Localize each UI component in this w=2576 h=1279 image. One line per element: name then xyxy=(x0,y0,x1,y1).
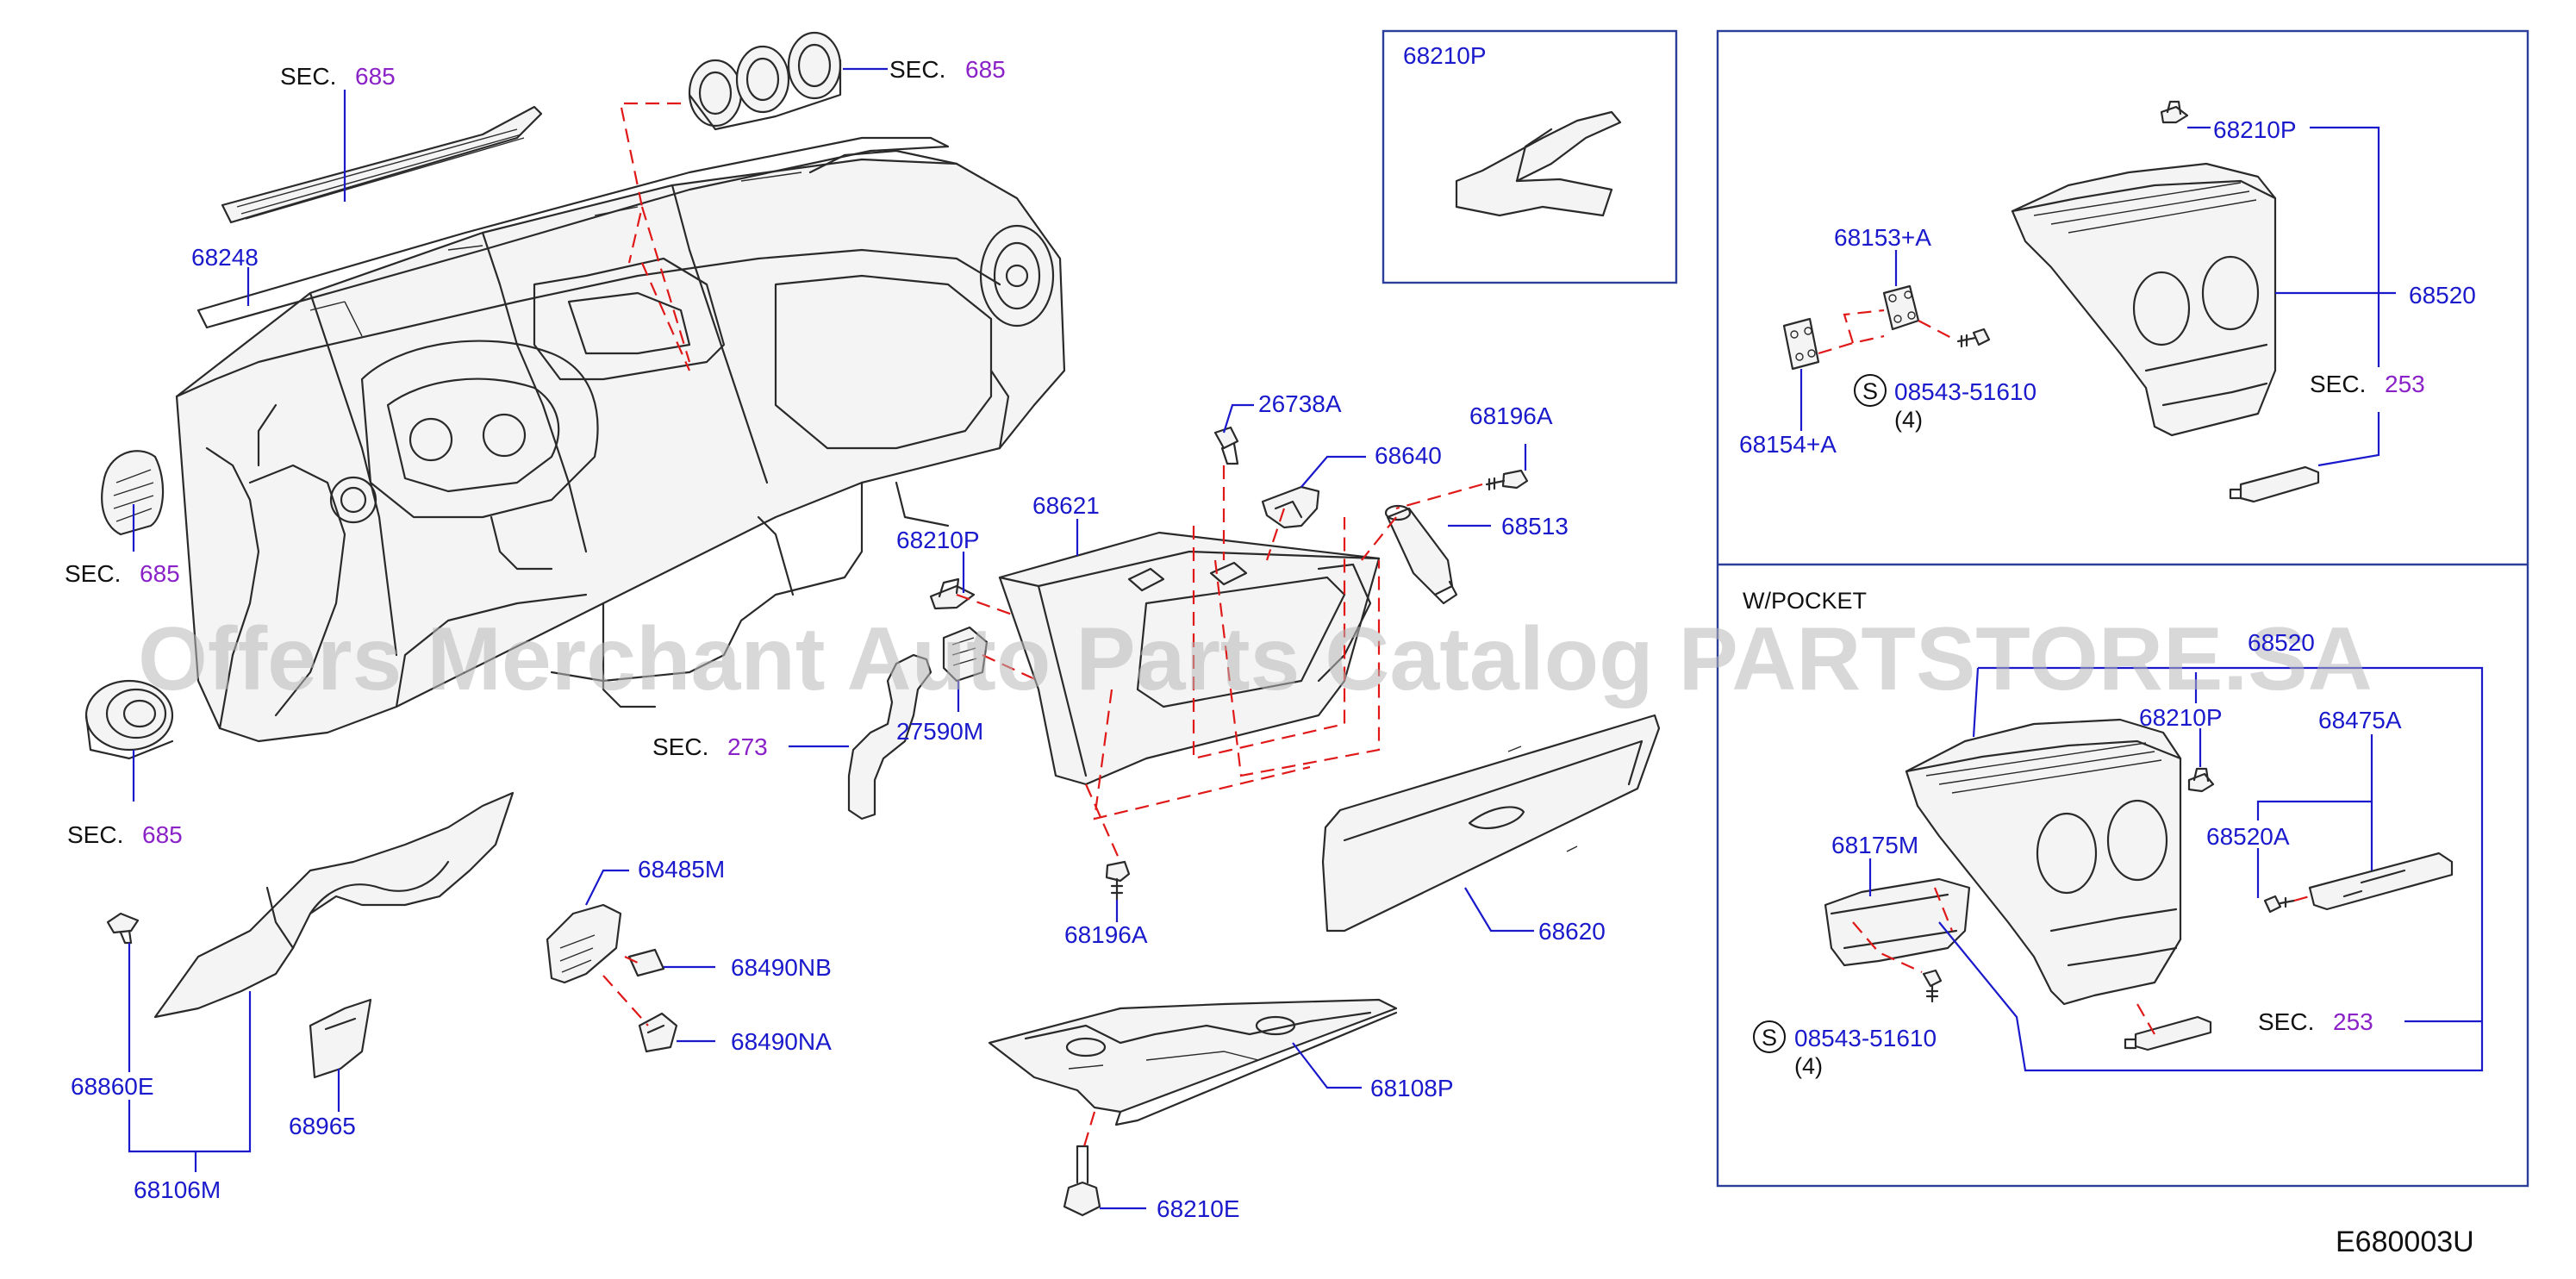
sec-253-top-number[interactable]: 253 xyxy=(2385,371,2425,397)
part-68640 xyxy=(1261,485,1320,529)
part-label-68196A-top[interactable]: 68196A xyxy=(1469,402,1553,429)
part-label-26738A[interactable]: 26738A xyxy=(1258,390,1342,417)
clip-68860E xyxy=(106,912,140,945)
part-label-68106M[interactable]: 68106M xyxy=(134,1176,221,1203)
part-label-68475A[interactable]: 68475A xyxy=(2318,707,2402,733)
part-label-68210P-right-bottom[interactable]: 68210P xyxy=(2139,704,2223,731)
part-26738A xyxy=(1213,426,1239,465)
part-label-68108P[interactable]: 68108P xyxy=(1370,1075,1454,1101)
part-68490NB xyxy=(627,948,665,977)
sec-685-top-number[interactable]: 685 xyxy=(355,63,396,90)
screw-68196A-bottom xyxy=(1105,860,1131,902)
sec-253-bottom-prefix: SEC. xyxy=(2258,1008,2314,1035)
clip-68210P-detail xyxy=(1455,110,1622,217)
pocket-68175M xyxy=(1824,877,1971,967)
callout-leaders xyxy=(128,67,2484,1210)
part-68153A xyxy=(1882,284,1920,331)
sec-273-number[interactable]: 273 xyxy=(727,733,768,760)
dashed-guides xyxy=(602,102,2311,1147)
screw-symbol-bottom-letter: S xyxy=(1762,1025,1777,1051)
part-label-68520A[interactable]: 68520A xyxy=(2206,823,2290,850)
center-cluster-pocket xyxy=(1905,718,2182,1006)
watermark: Offers Merchant Auto Parts Catalog PARTS… xyxy=(138,609,2373,709)
glovebox-housing xyxy=(998,531,1381,786)
part-label-68210P-box[interactable]: 68210P xyxy=(1403,42,1487,69)
part-label-68210E[interactable]: 68210E xyxy=(1157,1195,1240,1222)
w-pocket-label: W/POCKET xyxy=(1743,588,1867,614)
sec-685-vent-prefix: SEC. xyxy=(889,56,945,83)
bracket-253-bottom xyxy=(2124,1015,2212,1051)
part-label-27590M[interactable]: 27590M xyxy=(896,718,983,745)
screw-number-top[interactable]: 08543-51610 xyxy=(1894,378,2036,405)
part-label-68621[interactable]: 68621 xyxy=(1032,492,1100,519)
part-label-68513[interactable]: 68513 xyxy=(1501,513,1569,540)
screw-qty-top: (4) xyxy=(1894,407,1923,433)
glovebox-lid xyxy=(1321,714,1661,933)
sec-685-left-mid-number[interactable]: 685 xyxy=(140,560,180,587)
part-label-68153A[interactable]: 68153+A xyxy=(1834,224,1931,251)
sec-685-left-mid-prefix: SEC. xyxy=(65,560,121,587)
screw-bottom-right xyxy=(1922,969,1943,1003)
lower-panel-68106M xyxy=(153,791,515,1019)
screw-68520A xyxy=(2263,895,2296,914)
frame-68210P-detail xyxy=(1382,29,1678,284)
part-label-68175M[interactable]: 68175M xyxy=(1831,832,1918,858)
clip-68210E xyxy=(1063,1145,1101,1217)
sec-685-left-low-prefix: SEC. xyxy=(67,821,123,848)
part-label-68860E[interactable]: 68860E xyxy=(71,1073,154,1100)
damper-68513 xyxy=(1384,504,1458,605)
part-label-68520-top[interactable]: 68520 xyxy=(2409,282,2476,309)
clip-68210P-center xyxy=(929,577,976,610)
part-27590M xyxy=(942,626,989,683)
screw-symbol-top xyxy=(1854,374,1887,407)
duct-273 xyxy=(847,653,932,820)
center-vent-cluster xyxy=(688,31,842,131)
part-label-68965[interactable]: 68965 xyxy=(289,1113,356,1139)
screw-symbol-bottom xyxy=(1753,1020,1786,1053)
screw-symbol-top-letter: S xyxy=(1862,378,1878,404)
defroster-grille xyxy=(196,105,950,329)
part-label-68154A[interactable]: 68154+A xyxy=(1739,431,1837,458)
part-label-68640[interactable]: 68640 xyxy=(1375,442,1442,469)
bracket-253-top xyxy=(2229,465,2320,503)
screw-qty-bottom: (4) xyxy=(1794,1053,1823,1079)
center-cluster-top xyxy=(2011,162,2277,437)
part-label-68520-bottom[interactable]: 68520 xyxy=(2248,629,2315,656)
sec-253-top-prefix: SEC. xyxy=(2310,371,2366,397)
screw-number-bottom[interactable]: 08543-51610 xyxy=(1794,1025,1937,1051)
part-68965 xyxy=(309,998,372,1079)
part-label-68248[interactable]: 68248 xyxy=(191,244,259,271)
part-label-68490NA[interactable]: 68490NA xyxy=(731,1028,832,1055)
under-cover-68108P xyxy=(988,998,1398,1126)
sec-685-left-low-number[interactable]: 685 xyxy=(142,821,183,848)
screw-68196A-top xyxy=(1485,469,1529,491)
sec-685-vent-number[interactable]: 685 xyxy=(965,56,1006,83)
sec-685-top-prefix: SEC. xyxy=(280,63,336,90)
part-68485M xyxy=(546,903,622,984)
sec-273-prefix: SEC. xyxy=(652,733,708,760)
side-vent-upper xyxy=(101,450,165,536)
drawing-code: E680003U xyxy=(2336,1226,2474,1258)
clip-68210P-right-top xyxy=(2160,100,2189,124)
side-vent-lower xyxy=(84,679,174,760)
sec-253-bottom-number[interactable]: 253 xyxy=(2333,1008,2373,1035)
part-label-68210P-right-top[interactable]: 68210P xyxy=(2213,116,2297,143)
part-label-68485M[interactable]: 68485M xyxy=(638,856,725,883)
clip-68210P-right-bottom xyxy=(2187,767,2215,793)
part-label-68490NB[interactable]: 68490NB xyxy=(731,954,832,981)
part-label-68196A-bottom[interactable]: 68196A xyxy=(1064,921,1148,948)
part-68154A xyxy=(1782,317,1820,371)
part-68490NA xyxy=(638,1012,678,1053)
part-label-68210P-center[interactable]: 68210P xyxy=(896,527,980,553)
part-68475A xyxy=(2308,852,2454,911)
frame-right-panel xyxy=(1716,29,2529,1188)
screw-top-right xyxy=(1956,328,1991,348)
part-label-68620[interactable]: 68620 xyxy=(1538,918,1606,945)
